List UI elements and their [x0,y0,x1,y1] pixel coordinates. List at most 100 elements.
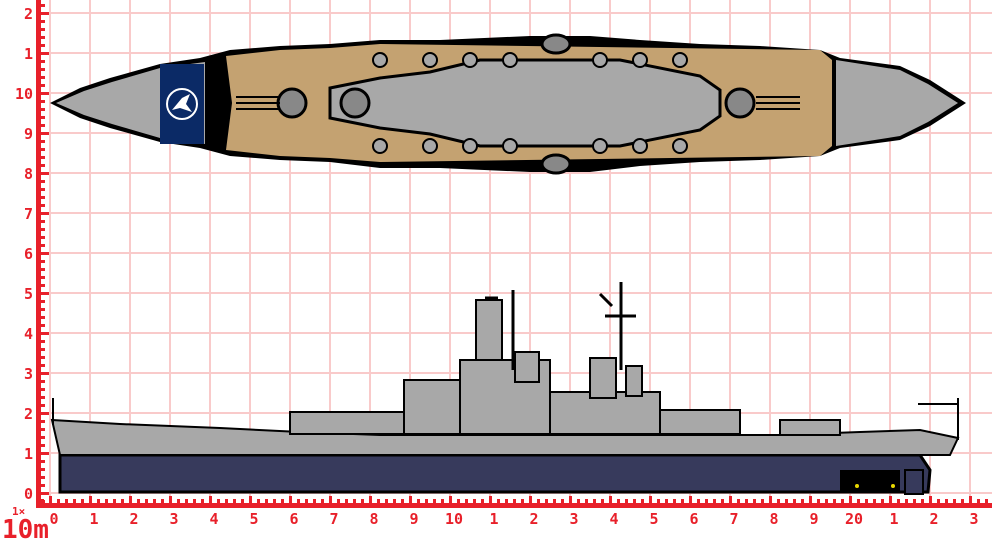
scale-multiplier: 1× [12,505,25,518]
x-axis-label: 6 [689,510,698,528]
x-tick [785,499,788,504]
y-tick [41,52,49,55]
x-tick [353,499,356,504]
y-tick [41,404,45,407]
y-tick [41,348,45,351]
x-tick [465,499,468,504]
y-tick [41,188,45,191]
x-tick [241,499,244,504]
x-tick [217,499,220,504]
y-tick [41,484,45,487]
x-tick [809,496,812,504]
y-axis-label: 10 [15,85,33,103]
secondary-gun-mount [632,52,648,68]
x-axis-label: 3 [169,510,178,528]
x-tick [633,499,636,504]
y-tick [41,324,45,327]
y-tick [41,204,45,207]
x-tick [553,499,556,504]
x-tick [737,499,740,504]
x-tick [945,499,948,504]
x-tick [233,499,236,504]
x-tick [153,499,156,504]
x-tick [721,499,724,504]
x-tick [641,499,644,504]
x-axis-label: 3 [969,510,978,528]
x-tick [537,499,540,504]
x-tick [89,496,92,504]
y-tick [41,468,45,471]
x-axis-label: 5 [249,510,258,528]
x-tick [433,499,436,504]
x-axis-label: 9 [809,510,818,528]
x-axis-label: 7 [329,510,338,528]
y-tick [41,108,45,111]
x-tick [129,496,132,504]
x-tick [385,499,388,504]
secondary-gun-mount [632,138,648,154]
turret-bottom-1 [540,153,572,175]
x-tick [401,499,404,504]
y-tick [41,412,49,415]
x-axis-label: 2 [129,510,138,528]
x-tick [281,499,284,504]
x-tick [361,499,364,504]
secondary-gun-mount [462,52,478,68]
x-tick [57,499,60,504]
y-tick [41,436,45,439]
y-tick [41,356,45,359]
x-tick [529,496,532,504]
x-axis-label: 7 [729,510,738,528]
x-tick [297,499,300,504]
x-tick [681,499,684,504]
y-tick [41,84,45,87]
emblem-icon [166,88,198,120]
emblem-bird-icon [172,94,192,112]
y-tick [41,388,45,391]
side-bow-details [52,398,959,440]
x-axis-label: 4 [209,510,218,528]
x-tick [185,499,188,504]
x-axis-label: 4 [609,510,618,528]
x-tick [865,499,868,504]
x-tick [329,496,332,504]
x-tick [161,499,164,504]
x-tick [705,499,708,504]
x-axis-label: 3 [569,510,578,528]
secondary-gun-mount [502,138,518,154]
y-tick [41,172,49,175]
secondary-gun-mount [422,52,438,68]
x-axis-bar [36,503,992,508]
x-tick [745,499,748,504]
y-tick [41,60,45,63]
y-tick [41,28,45,31]
x-tick [617,499,620,504]
x-tick [769,496,772,504]
side-hull [58,453,932,494]
x-tick [305,499,308,504]
x-axis-label: 10 [445,510,463,528]
x-axis-label: 5 [649,510,658,528]
turret-top-1 [540,33,572,55]
x-tick [665,499,668,504]
x-tick [377,499,380,504]
x-axis-label: 8 [369,510,378,528]
y-tick [41,228,45,231]
y-axis-label: 4 [24,325,33,343]
x-tick [985,499,988,504]
x-tick [833,499,836,504]
x-axis-label: 8 [769,510,778,528]
x-tick [121,499,124,504]
turret-c [724,87,756,119]
x-tick [337,499,340,504]
y-tick [41,212,49,215]
side-props [840,469,924,495]
turret-b [339,87,371,119]
secondary-gun-mount [462,138,478,154]
y-tick [41,260,45,263]
y-tick [41,196,45,199]
x-tick [41,499,44,504]
y-tick [41,444,45,447]
top-turrets [276,33,756,175]
